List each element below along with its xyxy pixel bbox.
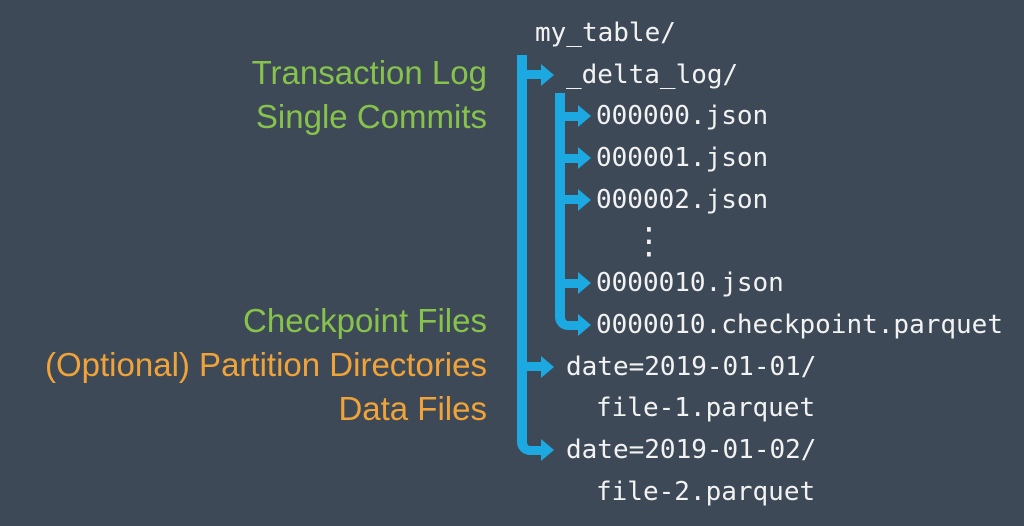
label-checkpoint-files: Checkpoint Files xyxy=(243,302,487,339)
tree-row-my-table: my_table/ xyxy=(535,18,676,48)
label-data-files: Data Files xyxy=(338,390,487,427)
arrowhead-checkpoint xyxy=(578,314,591,336)
tree-row-partition-date-01: date=2019-01-01/ xyxy=(566,352,817,382)
label-transaction-log: Transaction Log xyxy=(251,54,487,91)
label-partition-directories: (Optional) Partition Directories xyxy=(45,346,487,383)
legend-bottom-group: Checkpoint Files (Optional) Partition Di… xyxy=(0,299,487,431)
branch-arrow-delta-log xyxy=(527,70,541,79)
tree-row-json-000001: 000001.json xyxy=(596,143,769,173)
tree-row-checkpoint-parquet: 0000010.checkpoint.parquet xyxy=(596,310,1003,340)
branch-arrow-date-01 xyxy=(527,362,541,371)
elbow-checkpoint xyxy=(555,305,578,330)
branch-arrow-json-000001 xyxy=(565,154,578,163)
arrowhead-date-01 xyxy=(541,356,554,378)
tree-row-file-2-parquet: file-2.parquet xyxy=(596,477,816,507)
arrowhead-json-000000 xyxy=(578,105,591,127)
branch-arrow-json-000000 xyxy=(565,112,578,121)
tree-row-json-0000010: 0000010.json xyxy=(596,268,784,298)
arrowhead-delta-log xyxy=(541,64,554,86)
arrowhead-json-0000010 xyxy=(578,272,591,294)
arrowhead-date-02 xyxy=(541,439,554,461)
branch-arrow-json-0000010 xyxy=(565,279,578,288)
tree-row-delta-log: _delta_log/ xyxy=(566,60,739,90)
tree-row-json-000002: 000002.json xyxy=(596,185,769,215)
arrowhead-json-000001 xyxy=(578,147,591,169)
elbow-date-02 xyxy=(517,430,541,455)
tree-row-file-1-parquet: file-1.parquet xyxy=(596,393,816,423)
inner-trunk-line xyxy=(555,93,565,305)
legend-top-group: Transaction Log Single Commits xyxy=(0,51,487,139)
branch-arrow-json-000002 xyxy=(565,195,578,204)
label-single-commits: Single Commits xyxy=(255,98,487,135)
tree-row-partition-date-02: date=2019-01-02/ xyxy=(566,435,817,465)
outer-trunk-line xyxy=(517,55,527,430)
tree-row-json-000000: 000000.json xyxy=(596,101,769,131)
vertical-ellipsis: ⋮ xyxy=(631,221,667,262)
arrowhead-json-000002 xyxy=(578,189,591,211)
